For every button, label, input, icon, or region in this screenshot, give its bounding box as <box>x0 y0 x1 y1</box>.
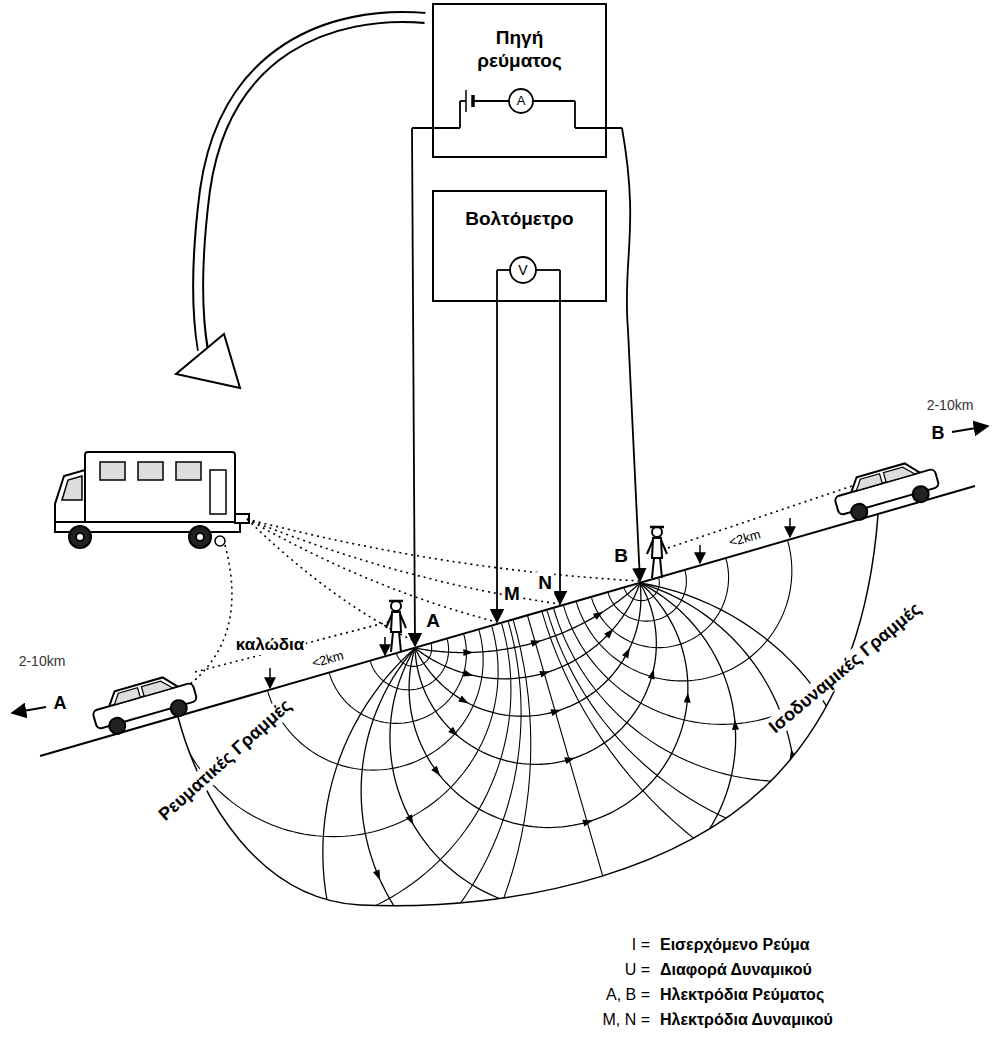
equipotential-line <box>329 634 466 723</box>
cable-label: καλώδια <box>234 635 306 655</box>
left-car <box>89 670 201 739</box>
field-lines <box>0 362 1007 1057</box>
current-line <box>390 583 736 911</box>
person-b <box>647 527 667 578</box>
current-arrowhead <box>732 720 739 730</box>
equipotential-line <box>0 620 531 1057</box>
current-arrowhead <box>332 934 339 945</box>
equipotential-line <box>40 623 511 930</box>
legend-symbol: A, B = <box>604 986 652 1004</box>
legend-symbol: I = <box>630 936 652 954</box>
legend-text: Ηλεκτρόδια Δυναμικού <box>658 1011 835 1029</box>
equipotential-line <box>542 362 1007 937</box>
equipotential-line <box>553 475 1007 782</box>
right-car <box>831 456 943 525</box>
equipotential-line <box>0 621 521 1043</box>
person-a <box>386 601 406 652</box>
curved-arrow <box>176 17 427 388</box>
equipotential-line <box>547 427 1007 849</box>
current-circuit <box>412 89 640 646</box>
box-title: Βολτόμετρο <box>440 208 600 231</box>
current-arrowhead <box>373 870 380 881</box>
current-arrowhead <box>684 693 691 703</box>
current-arrowhead <box>458 696 468 704</box>
survey-truck <box>55 452 249 548</box>
equipotential-line <box>175 626 499 837</box>
ground-surface <box>40 486 975 756</box>
legend-symbol: U = <box>623 961 652 979</box>
legend-symbol: M, N = <box>600 1011 652 1029</box>
current-arrowhead <box>431 766 440 776</box>
current-arrowhead <box>859 782 866 793</box>
meter-letter: V <box>516 262 529 278</box>
current-arrowhead <box>463 649 473 656</box>
direction-letter: B <box>930 423 947 444</box>
current-arrowhead <box>648 669 655 680</box>
current-source-box: Πηγή ρεύματος <box>432 3 607 158</box>
electrode-letter: A <box>424 610 442 632</box>
distance-label: 2-10km <box>17 653 68 669</box>
equipotential-line <box>576 540 792 681</box>
equipotential-line <box>396 643 431 666</box>
electrode-letter: M <box>502 583 522 605</box>
legend-text: Διαφορά Δυναμικού <box>658 961 814 979</box>
current-line <box>415 583 640 679</box>
field-label: Ισοδυναμικές Γραμμές <box>763 597 926 739</box>
cables <box>185 486 852 688</box>
equipotential-line <box>624 578 659 601</box>
equipotential-line <box>370 639 448 690</box>
current-arrowhead <box>622 648 630 658</box>
equipotential-line <box>563 514 887 725</box>
box-title: Πηγή ρεύματος <box>464 27 576 73</box>
voltmeter-circuit <box>497 257 560 622</box>
legend-text: Ηλεκτρόδια Ρεύματος <box>658 986 826 1004</box>
voltmeter-box: Βολτόμετρο <box>432 190 607 302</box>
equipotential-line <box>608 570 686 621</box>
legend-text: Εισερχόμενο Ρεύμα <box>658 936 812 954</box>
distance-label: 2-10km <box>925 397 976 413</box>
equipotential-line <box>591 558 728 647</box>
direction-letter: A <box>52 693 69 714</box>
electrode-letter: N <box>536 572 554 594</box>
meter-letter: A <box>515 94 528 109</box>
electrode-letter: B <box>612 545 630 567</box>
current-arrowhead <box>606 901 617 908</box>
